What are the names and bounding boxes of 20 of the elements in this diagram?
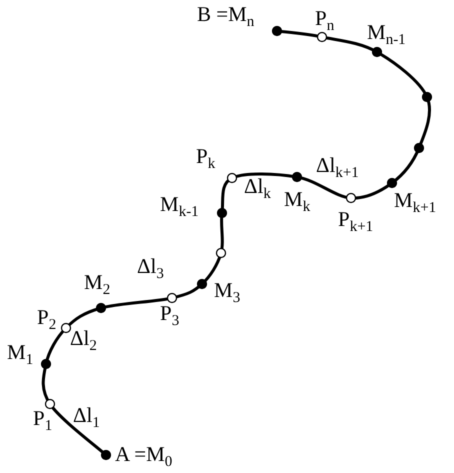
segment-length-label: Δl$_{3}$	[137, 256, 164, 282]
point-label: B =M$_{n}$	[197, 4, 254, 30]
segment-length-label: Δl$_{k+1}$	[316, 155, 359, 181]
point-label: P$_{n}$	[315, 8, 334, 34]
point-label: M$_{k+1}$	[394, 190, 436, 216]
segment-length-label: Δl$_{1}$	[73, 405, 100, 431]
point-label: M$_{2}$	[84, 272, 110, 298]
segment-length-label: Δl$_{k}$	[244, 176, 271, 202]
point-label: M$_{n-1}$	[367, 22, 406, 48]
point-label: P$_{k}$	[196, 146, 216, 172]
point-label: M$_{k-1}$	[160, 194, 199, 220]
point-label: M$_{k}$	[284, 189, 310, 215]
point-label: P$_{k+1}$	[338, 209, 374, 235]
point-label: P$_{2}$	[37, 307, 56, 333]
point-label: M$_{1}$	[7, 342, 34, 368]
point-label: P$_{3}$	[160, 303, 180, 329]
point-label: P$_{1}$	[33, 408, 52, 434]
point-label: A =M$_{0}$	[115, 444, 172, 470]
segment-length-label: Δl$_{2}$	[70, 328, 97, 354]
point-label: M$_{3}$	[214, 280, 240, 306]
